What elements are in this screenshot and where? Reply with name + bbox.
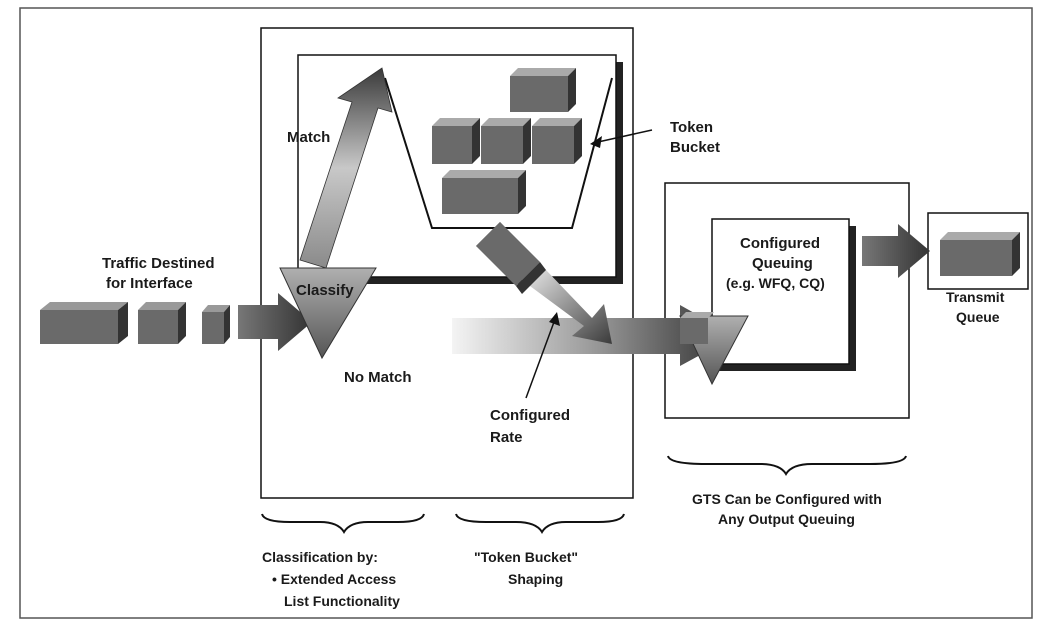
classification-label-line2: • Extended Access <box>272 571 396 587</box>
shaping-label-line1: "Token Bucket" <box>474 549 578 565</box>
classification-label-line3: List Functionality <box>284 593 400 609</box>
configured-rate-line2: Rate <box>490 429 523 446</box>
traffic-label-line2: for Interface <box>106 275 193 292</box>
token-bucket-label-line1: Token <box>670 119 713 136</box>
configured-rate-line1: Configured <box>490 407 570 424</box>
classification-brace <box>262 514 424 532</box>
transmit-packet <box>940 232 1020 276</box>
configured-queuing-line2: Queuing <box>752 255 813 272</box>
classification-label-line1: Classification by: <box>262 549 378 565</box>
token-cube <box>510 68 576 112</box>
no-match-label: No Match <box>344 369 412 386</box>
transmit-arrow <box>862 224 930 278</box>
gts-label-line1: GTS Can be Configured with <box>692 491 882 507</box>
match-label: Match <box>287 129 330 146</box>
token-cube <box>532 118 582 164</box>
gts-brace <box>668 456 906 474</box>
configured-queuing-line1: Configured <box>740 235 820 252</box>
shaping-brace <box>456 514 624 532</box>
incoming-packets <box>40 302 230 344</box>
gts-label-line2: Any Output Queuing <box>718 511 855 527</box>
shaping-label-line2: Shaping <box>508 571 563 587</box>
configured-queuing-line3: (e.g. WFQ, CQ) <box>726 275 825 291</box>
transmit-queue-line1: Transmit <box>946 289 1005 305</box>
classify-label: Classify <box>296 282 354 299</box>
packet-medium <box>138 302 186 344</box>
transmit-queue-line2: Queue <box>956 309 1000 325</box>
token-cube <box>481 118 531 164</box>
token-cube <box>442 170 526 214</box>
packet-large <box>40 302 128 344</box>
traffic-label-line1: Traffic Destined <box>102 255 215 272</box>
token-bucket-label-line2: Bucket <box>670 139 720 156</box>
packet-small <box>202 305 230 344</box>
token-cube <box>432 118 480 164</box>
